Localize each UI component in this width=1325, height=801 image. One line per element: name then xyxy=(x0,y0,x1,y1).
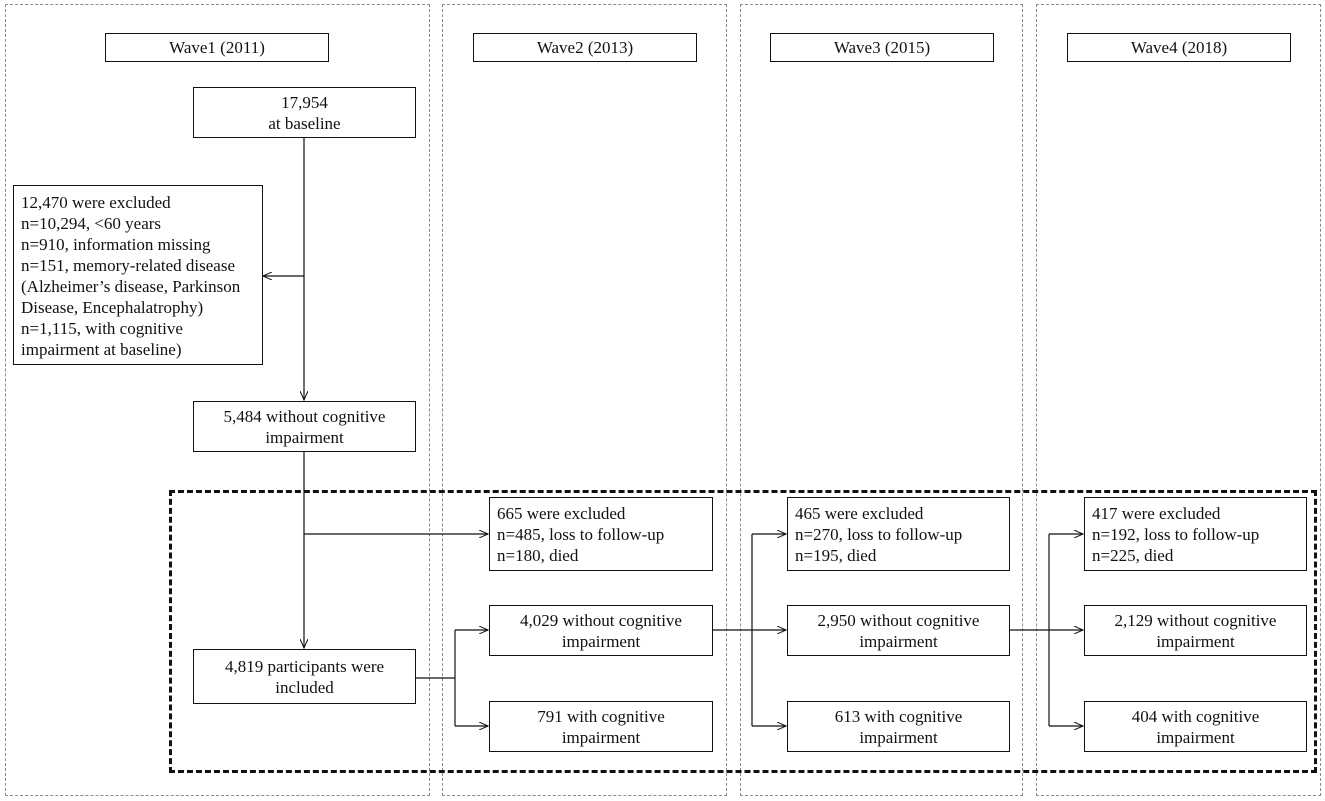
wave2-excluded-box: 665 were excluded n=485, loss to follow-… xyxy=(489,497,713,571)
follow-up-region xyxy=(169,490,1317,773)
wave3-column xyxy=(740,4,1023,796)
wave2-without-ci-line: 4,029 without cognitive xyxy=(520,610,682,630)
wave3-without-ci-line: impairment xyxy=(859,631,938,651)
wave3-with-ci-line: impairment xyxy=(859,727,938,747)
wave2-without-ci-line: impairment xyxy=(561,631,641,651)
wave2-excluded-line: n=180, died xyxy=(497,546,579,565)
wave3-excluded-line: n=195, died xyxy=(795,546,877,565)
wave2-header-label: Wave2 (2013) xyxy=(536,38,634,57)
wave4-excluded-line: n=192, loss to follow-up xyxy=(1092,525,1260,544)
wave1-excluded-line: (Alzheimer’s disease, Parkinson xyxy=(21,277,241,296)
wave4-with-ci-line: impairment xyxy=(1156,727,1235,747)
wave4-column xyxy=(1036,4,1321,796)
wave1-excluded-line: n=151, memory-related disease xyxy=(21,256,235,275)
wave4-excluded-line: 417 were excluded xyxy=(1092,504,1221,523)
wave1-excluded-line: impairment at baseline) xyxy=(21,340,182,359)
wave1-excluded-line: n=10,294, <60 years xyxy=(21,214,162,233)
wave3-header-label: Wave3 (2015) xyxy=(833,38,931,57)
wave1-without-ci-line: 5,484 without cognitive xyxy=(223,406,386,426)
baseline-label: at baseline xyxy=(268,113,341,133)
wave2-excluded-line: n=485, loss to follow-up xyxy=(497,525,665,544)
wave3-excluded-box: 465 were excluded n=270, loss to follow-… xyxy=(787,497,1010,571)
wave2-header: Wave2 (2013) xyxy=(473,33,697,62)
wave2-excluded-line: 665 were excluded xyxy=(497,504,626,523)
wave1-without-ci-box: 5,484 without cognitive impairment xyxy=(193,401,416,452)
wave1-excluded-line: n=1,115, with cognitive xyxy=(21,319,183,338)
wave3-with-ci-box: 613 with cognitive impairment xyxy=(787,701,1010,752)
wave3-excluded-line: 465 were excluded xyxy=(795,504,924,523)
wave4-header: Wave4 (2018) xyxy=(1067,33,1291,62)
wave3-with-ci-line: 613 with cognitive xyxy=(834,706,963,726)
wave1-excluded-line: 12,470 were excluded xyxy=(21,193,171,212)
included-line: included xyxy=(275,677,334,697)
baseline-count: 17,954 xyxy=(281,92,328,112)
wave4-without-ci-line: impairment xyxy=(1156,631,1235,651)
wave3-header: Wave3 (2015) xyxy=(770,33,994,62)
wave1-excluded-box: 12,470 were excluded n=10,294, <60 years… xyxy=(13,185,263,365)
baseline-box: 17,954 at baseline xyxy=(193,87,416,138)
wave2-without-ci-box: 4,029 without cognitive impairment xyxy=(489,605,713,656)
wave3-without-ci-box: 2,950 without cognitive impairment xyxy=(787,605,1010,656)
included-box: 4,819 participants were included xyxy=(193,649,416,704)
wave3-excluded-line: n=270, loss to follow-up xyxy=(795,525,963,544)
wave1-header: Wave1 (2011) xyxy=(105,33,329,62)
wave4-excluded-box: 417 were excluded n=192, loss to follow-… xyxy=(1084,497,1307,571)
wave2-column xyxy=(442,4,727,796)
included-line: 4,819 participants were xyxy=(224,656,385,676)
wave1-without-ci-line: impairment xyxy=(265,427,344,447)
wave4-excluded-line: n=225, died xyxy=(1092,546,1174,565)
wave3-without-ci-line: 2,950 without cognitive xyxy=(817,610,980,630)
wave4-header-label: Wave4 (2018) xyxy=(1130,38,1228,57)
wave4-with-ci-box: 404 with cognitive impairment xyxy=(1084,701,1307,752)
wave1-header-label: Wave1 (2011) xyxy=(169,38,265,57)
wave4-without-ci-box: 2,129 without cognitive impairment xyxy=(1084,605,1307,656)
wave2-with-ci-line: 791 with cognitive xyxy=(537,706,665,726)
wave1-column xyxy=(5,4,430,796)
wave1-excluded-line: n=910, information missing xyxy=(21,235,211,254)
wave4-without-ci-line: 2,129 without cognitive xyxy=(1114,610,1277,630)
wave2-with-ci-line: impairment xyxy=(561,727,641,747)
wave1-excluded-line: Disease, Encephalatrophy) xyxy=(21,298,204,317)
wave4-with-ci-line: 404 with cognitive xyxy=(1131,706,1260,726)
wave2-with-ci-box: 791 with cognitive impairment xyxy=(489,701,713,752)
